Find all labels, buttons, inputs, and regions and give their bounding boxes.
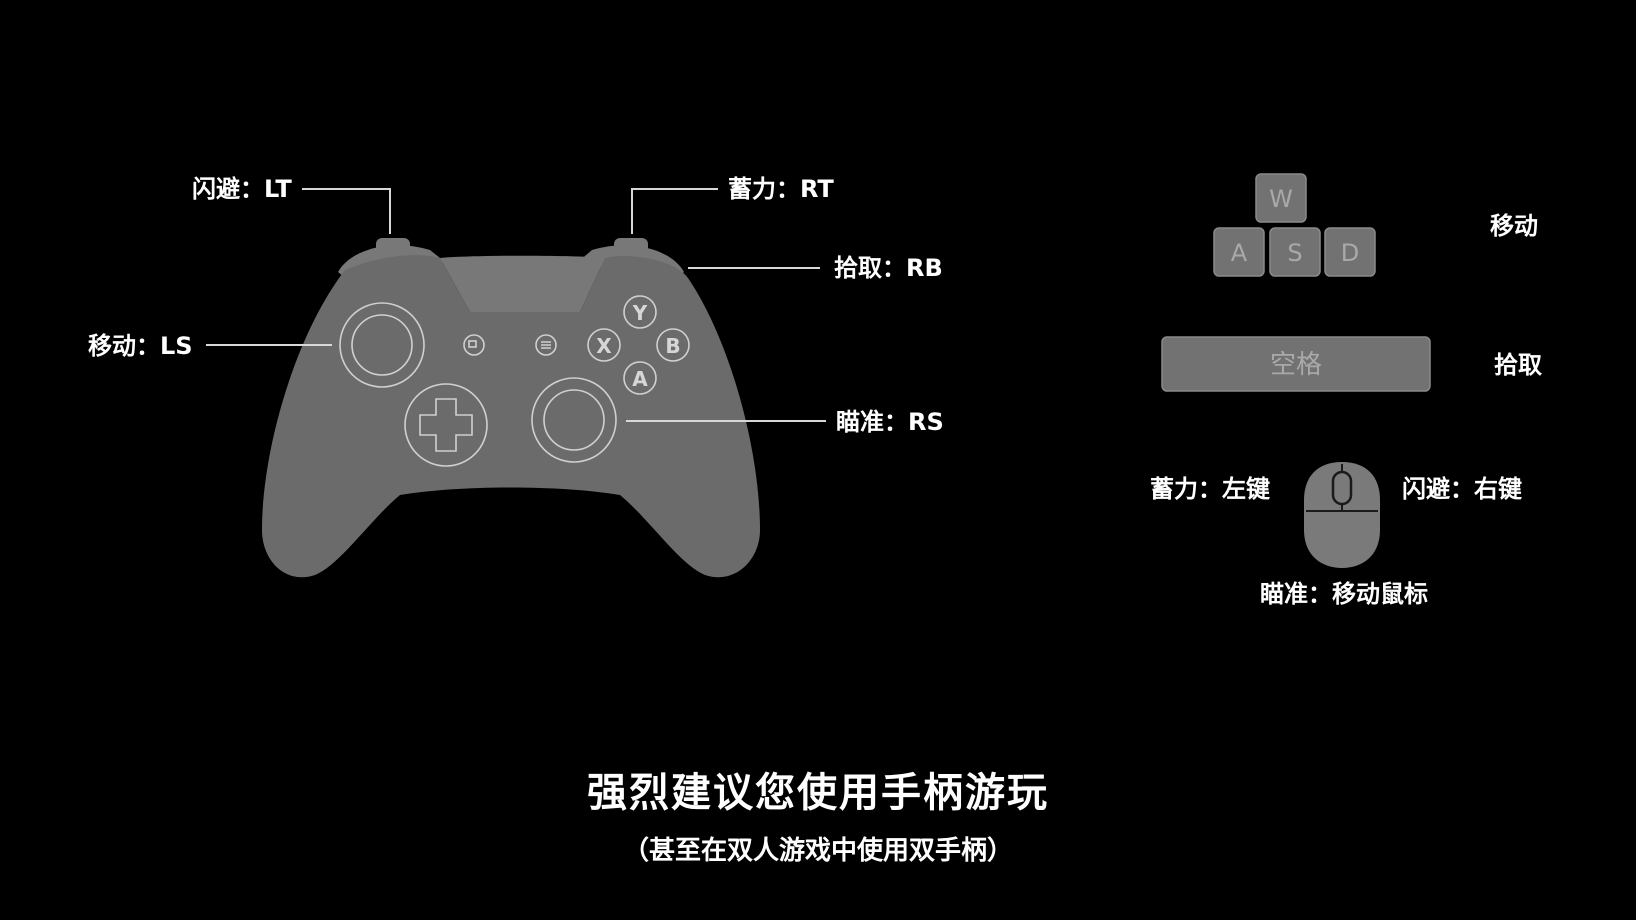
b-button-label: B	[665, 334, 680, 358]
rb-label: 拾取：RB	[834, 254, 943, 282]
lt-leader-line	[302, 188, 391, 234]
a-button-label: A	[632, 367, 648, 391]
s-key	[1269, 227, 1321, 277]
gamepad-body	[262, 255, 760, 578]
d-key-label: D	[1341, 239, 1359, 267]
menu-button-icon	[535, 334, 557, 356]
w-key	[1255, 173, 1307, 223]
view-button-icon	[463, 334, 485, 356]
gamepad-diagram: Y X B A	[262, 238, 760, 578]
mouse-left-label: 蓄力：左键	[1150, 475, 1270, 503]
dpad-ring	[404, 383, 488, 467]
mouse-aim-label: 瞄准：移动鼠标	[1260, 580, 1428, 608]
b-button-ring	[656, 328, 690, 362]
ls-label: 移动：LS	[88, 332, 193, 360]
d-key	[1324, 227, 1376, 277]
dpad-icon	[419, 398, 473, 452]
move-key-label: 移动	[1490, 212, 1538, 240]
right-trigger	[614, 238, 648, 254]
menu-button-glyph	[541, 341, 551, 349]
left-stick-icon	[351, 314, 413, 376]
recommendation-submessage: （甚至在双人游戏中使用双手柄）	[622, 836, 1013, 866]
a-key-label: A	[1231, 239, 1248, 267]
left-stick-ring	[339, 302, 425, 388]
mouse-body	[1304, 462, 1380, 568]
view-button-glyph	[468, 340, 477, 348]
mouse-wheel-icon	[1331, 470, 1353, 506]
gamepad-top-plate	[440, 255, 605, 312]
space-key	[1161, 336, 1431, 392]
a-button-ring	[623, 361, 657, 395]
lt-label: 闪避：LT	[192, 175, 292, 203]
right-stick-ring	[531, 377, 617, 463]
rs-label: 瞄准：RS	[836, 408, 944, 436]
left-trigger	[376, 238, 410, 254]
x-button-label: X	[596, 334, 612, 358]
a-key	[1213, 227, 1265, 277]
right-stick-icon	[543, 389, 605, 451]
s-key-label: S	[1287, 239, 1302, 267]
rt-label: 蓄力：RT	[728, 175, 834, 203]
x-button-ring	[587, 328, 621, 362]
mouse-icon	[1304, 462, 1380, 568]
w-key-label: W	[1269, 185, 1293, 213]
space-key-label: 空格	[1270, 350, 1322, 380]
y-button-ring	[623, 295, 657, 329]
y-button-label: Y	[632, 301, 648, 325]
pickup-key-label: 拾取	[1494, 351, 1542, 379]
recommendation-message: 强烈建议您使用手柄游玩	[587, 770, 1049, 816]
keyboard-diagram: W A S D 空格	[1161, 173, 1431, 392]
mouse-right-label: 闪避：右键	[1402, 475, 1522, 503]
rt-leader-line	[631, 188, 718, 234]
